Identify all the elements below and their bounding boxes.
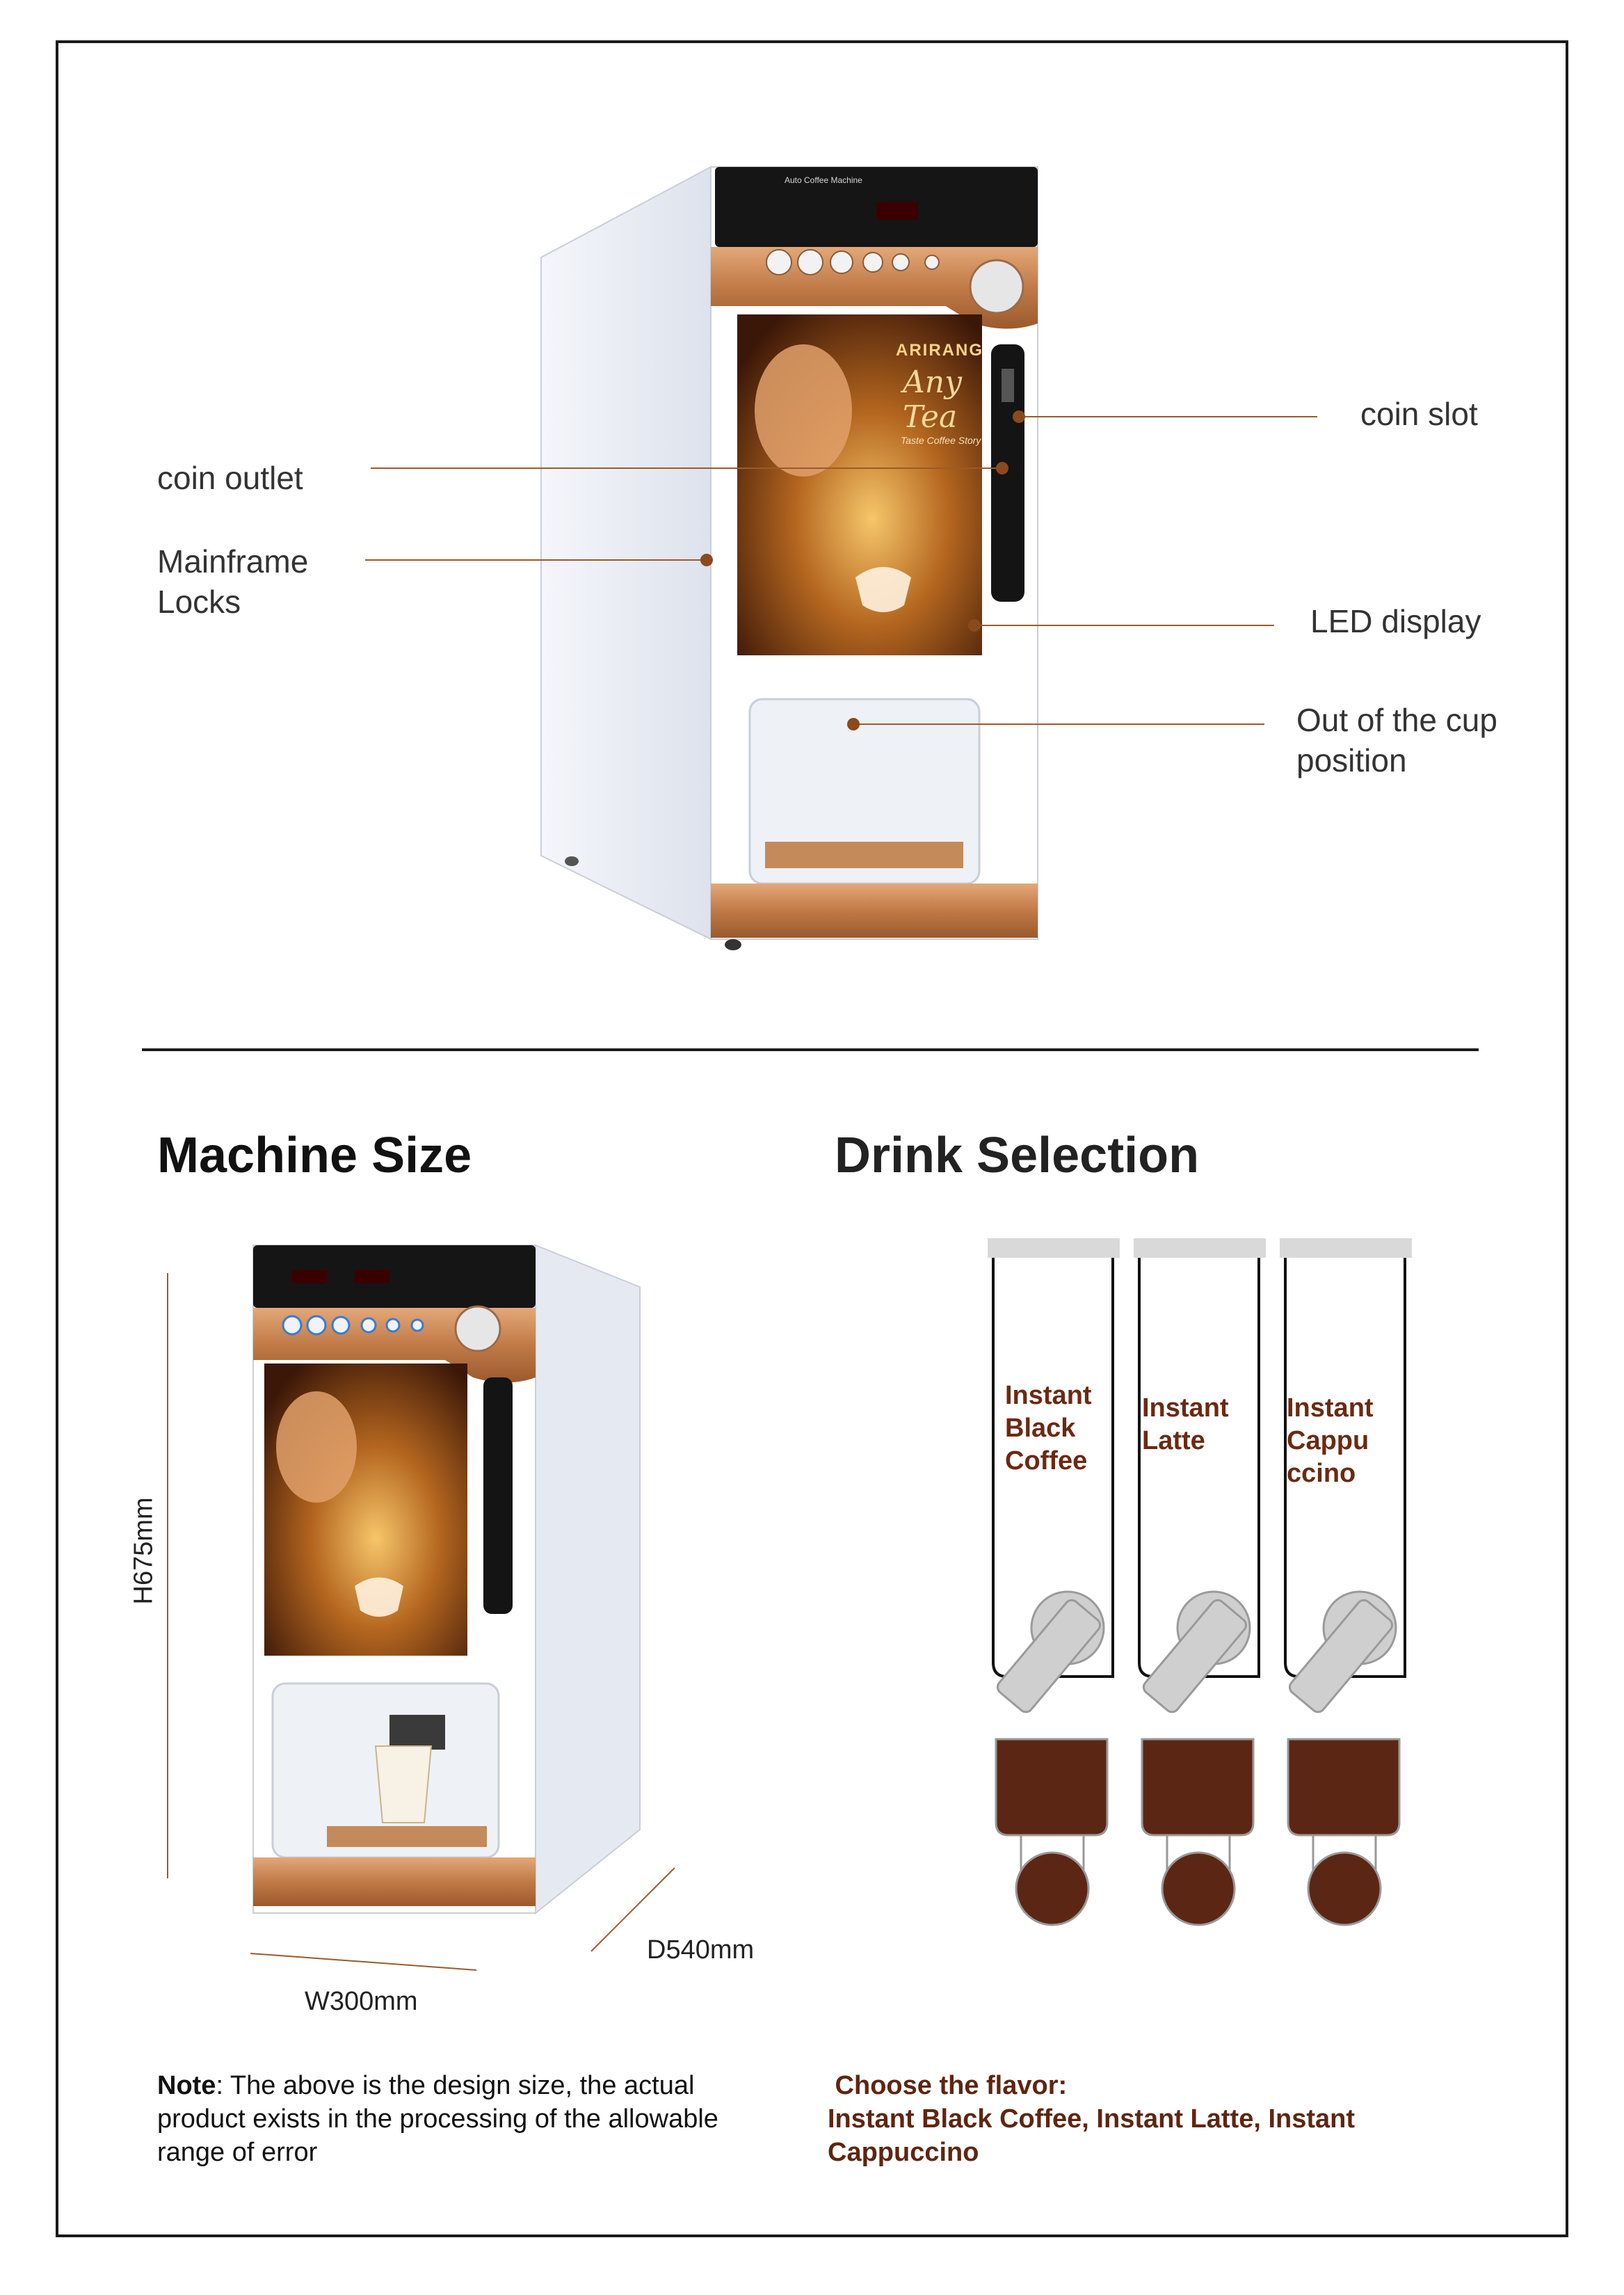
- leader-coin-slot: [1020, 416, 1317, 417]
- canister-diagram: [988, 1238, 1412, 1926]
- choose-flavor-block: Choose the flavor: Instant Black Coffee,…: [828, 2069, 1440, 2169]
- canister-3: [1280, 1238, 1412, 1926]
- callout-coin-outlet: coin outlet: [157, 460, 303, 496]
- drink-selection-heading: Drink Selection: [835, 1128, 1200, 1183]
- dot-cup-position: [847, 718, 860, 730]
- canister-1-label: Instant Black Coffee: [1005, 1381, 1092, 1476]
- poster-tagline: Taste Coffee Story: [901, 435, 981, 446]
- dot-coin-slot: [1013, 410, 1025, 423]
- page-frame: [56, 40, 1568, 2237]
- callout-led-display: LED display: [1310, 603, 1481, 639]
- machine-header-label: Auto Coffee Machine: [785, 175, 862, 185]
- height-dimension: H675mm: [129, 1497, 159, 1605]
- note-text: : The above is the design size, the actu…: [157, 2071, 718, 2167]
- vending-machine-illustration: [540, 166, 1038, 950]
- depth-dimension: D540mm: [647, 1935, 755, 1965]
- leader-led-display: [975, 625, 1274, 626]
- canister-1: [988, 1238, 1120, 1926]
- height-line: [167, 1273, 168, 1878]
- section-divider: [142, 1048, 1479, 1051]
- callout-cup-position: Out of the cup position: [1296, 702, 1497, 778]
- callout-mainframe-locks: Mainframe Locks: [157, 543, 309, 620]
- machine-size-heading: Machine Size: [157, 1128, 472, 1183]
- choose-flavor-list: Instant Black Coffee, Instant Latte, Ins…: [828, 2104, 1355, 2167]
- dot-coin-outlet: [996, 462, 1008, 474]
- choose-flavor-title: Choose the flavor:: [828, 2071, 1068, 2100]
- size-note: Note: The above is the design size, the …: [157, 2069, 769, 2169]
- dot-led-display: [968, 619, 981, 632]
- leader-cup-position: [854, 723, 1264, 725]
- canister-3-label: Instant Cappu ccino: [1287, 1393, 1374, 1488]
- poster-script-title: Any Tea: [903, 365, 962, 435]
- leader-mainframe-locks: [365, 559, 706, 561]
- leader-coin-outlet: [371, 467, 1004, 469]
- width-line: [250, 1953, 477, 1971]
- canister-2: [1134, 1238, 1266, 1926]
- note-label: Note: [157, 2071, 216, 2100]
- machine-size-illustration: [252, 1244, 641, 1915]
- canister-2-label: Instant Latte: [1142, 1393, 1229, 1455]
- dot-mainframe-locks: [700, 554, 713, 566]
- poster-brand: ARIRANG: [896, 341, 983, 360]
- depth-line: [590, 1867, 675, 1952]
- callout-coin-slot: coin slot: [1360, 396, 1478, 432]
- width-dimension: W300mm: [305, 1987, 418, 2016]
